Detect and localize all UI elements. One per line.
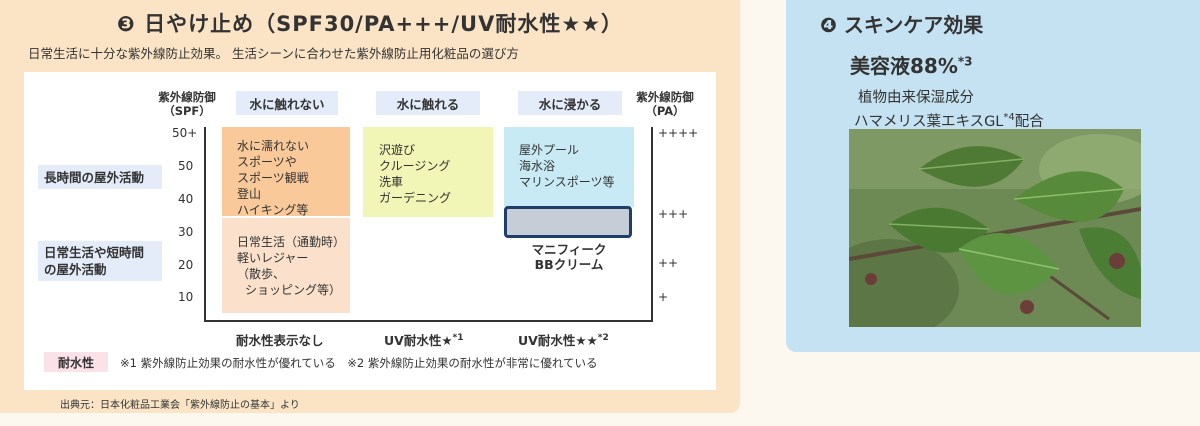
- pa-tick-3plus: +++: [658, 207, 689, 221]
- product-label: マニフィーク BBクリーム: [504, 242, 634, 272]
- uv-selection-chart: 紫外線防御 （SPF） 紫外線防御 （PA） 水に触れない 水に触れる 水に浸か…: [24, 72, 716, 390]
- pa-tick-2plus: ++: [658, 256, 679, 270]
- product-marker-box: [504, 206, 632, 238]
- spf-axis-title: 紫外線防御 （SPF）: [142, 90, 232, 118]
- activity-item: スポーツや: [237, 155, 297, 169]
- pa-tick-4plus: ++++: [658, 126, 699, 140]
- activity-item: マリンスポーツ等: [519, 175, 615, 189]
- spf-axis-title-line2: （SPF）: [163, 104, 211, 118]
- cell-water-touch: [363, 127, 493, 217]
- activity-item: ハイキング等: [237, 203, 309, 217]
- water-resistance-two-star-text: UV耐水性★★: [518, 333, 598, 348]
- cell-water-immerse: [504, 127, 634, 207]
- cell-no-water-daily: [222, 218, 350, 313]
- hamamelis-leaves-photo: [849, 129, 1141, 327]
- activity-item: 屋外プール: [519, 143, 580, 157]
- source-note: 出典元：日本化粧品工業会「紫外線防止の基本」より: [60, 400, 300, 411]
- activity-item: 軽いレジャー: [237, 251, 309, 265]
- row-label-daily: 日常生活や短時間の屋外活動: [38, 241, 162, 281]
- activity-item: 登山: [237, 187, 262, 201]
- footnote-mark-2: *2: [597, 332, 609, 343]
- spf-tick-10: 10: [178, 290, 194, 304]
- column-header-no-water: 水に触れない: [236, 91, 338, 115]
- spf-tick-30: 30: [178, 225, 194, 239]
- cell-no-water-daily-text: 日常生活（通勤時） 軽いレジャー （散歩、 ショッピング等）: [237, 234, 345, 298]
- column-header-water-touch: 水に触れる: [376, 91, 480, 115]
- extract-name: ハマメリス葉エキスGL: [854, 114, 1004, 130]
- footnote-mark-1: *1: [452, 332, 464, 343]
- activity-item: 日常生活（通勤時）: [237, 235, 346, 249]
- pa-tick-1plus: +: [658, 290, 669, 304]
- serum-footnote-mark: *3: [957, 54, 973, 69]
- spf-tick-50plus: 50+: [172, 126, 198, 140]
- activity-item: （散歩、: [237, 267, 286, 281]
- extract-footnote-mark: *4: [1003, 112, 1015, 124]
- product-label-line1: マニフィーク: [531, 242, 607, 257]
- serum-ratio-text: 美容液88%: [850, 54, 958, 78]
- water-resistance-two-star: UV耐水性★★*2: [518, 330, 609, 349]
- pa-axis-line: [651, 127, 653, 322]
- water-resistance-none: 耐水性表示なし: [236, 333, 324, 348]
- pa-axis-title: 紫外線防御 （PA）: [620, 90, 710, 118]
- water-resistance-one-star: UV耐水性★*1: [384, 330, 464, 349]
- spf-tick-20: 20: [178, 258, 194, 272]
- sunscreen-title: ❸ 日やけ止め（SPF30/PA+++/UV耐水性★★）: [117, 12, 623, 36]
- activity-item: ショッピング等）: [245, 283, 342, 297]
- water-resistance-notes: ※1 紫外線防止効果の耐水性が優れている ※2 紫外線防止効果の耐水性が非常に優…: [120, 356, 598, 370]
- pa-axis-title-line2: （PA）: [645, 104, 685, 118]
- activity-item: スポーツ観戦: [237, 171, 309, 185]
- pa-axis-title-line1: 紫外線防御: [636, 90, 694, 104]
- x-axis-line: [204, 320, 652, 322]
- cell-no-water-long-text: 水に濡れない スポーツや スポーツ観戦 登山 ハイキング等: [237, 138, 309, 218]
- spf-tick-40: 40: [178, 192, 194, 206]
- water-resistance-one-star-text: UV耐水性★: [384, 333, 453, 348]
- extract-suffix: 配合: [1014, 114, 1044, 130]
- activity-item: 海水浴: [519, 159, 556, 173]
- serum-ratio: 美容液88%*3: [850, 50, 973, 79]
- skincare-panel: ❹ スキンケア効果 美容液88%*3 植物由来保湿成分 ハマメリス葉エキスGL*…: [786, 0, 1200, 352]
- skincare-title: ❹ スキンケア効果: [820, 13, 984, 37]
- cell-no-water-long: [222, 127, 350, 216]
- water-resistance-tag: 耐水性: [44, 352, 108, 372]
- column-header-water-immerse: 水に浸かる: [518, 91, 622, 115]
- cell-water-touch-text: 沢遊び クルージング 洗車 ガーデニング: [379, 142, 451, 206]
- plant-origin-label: 植物由来保湿成分: [858, 90, 974, 106]
- activity-item: 水に濡れない: [237, 139, 310, 153]
- spf-axis-title-line1: 紫外線防御: [158, 90, 216, 104]
- sunscreen-subtitle: 日常生活に十分な紫外線防止効果。 生活シーンに合わせた紫外線防止用化粧品の選び方: [28, 46, 519, 61]
- activity-item: 沢遊び: [379, 143, 416, 157]
- row-label-daily-text: 日常生活や短時間の屋外活動: [44, 245, 145, 277]
- spf-tick-50: 50: [178, 159, 194, 173]
- row-label-long-outdoor: 長時間の屋外活動: [38, 165, 162, 189]
- cell-water-immerse-text: 屋外プール 海水浴 マリンスポーツ等: [519, 142, 615, 190]
- extract-label: ハマメリス葉エキスGL*4配合: [854, 110, 1044, 131]
- sunscreen-panel: ❸ 日やけ止め（SPF30/PA+++/UV耐水性★★） 日常生活に十分な紫外線…: [0, 0, 740, 413]
- activity-item: ガーデニング: [379, 191, 452, 205]
- activity-item: クルージング: [379, 159, 451, 173]
- activity-item: 洗車: [379, 175, 404, 189]
- spf-axis-line: [204, 127, 206, 322]
- product-label-line2: BBクリーム: [534, 257, 604, 272]
